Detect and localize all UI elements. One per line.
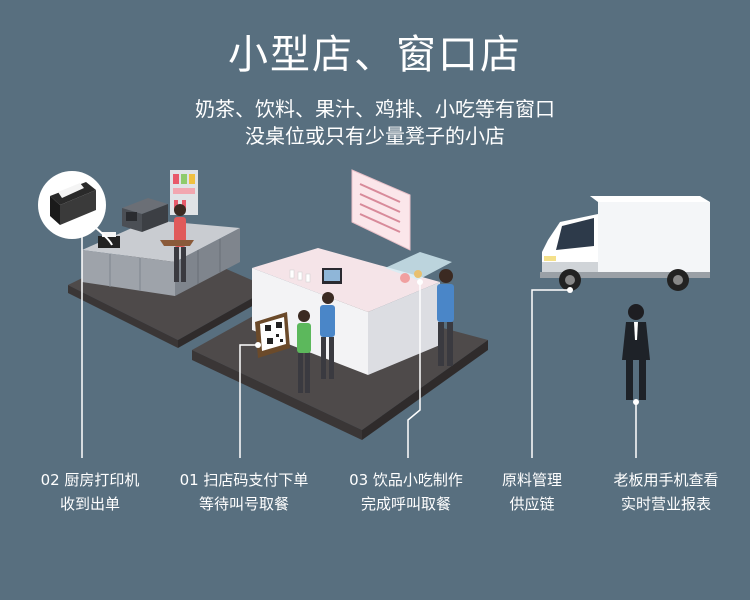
connector-lines	[81, 230, 637, 458]
step-line-2: 实时营业报表	[620, 495, 712, 513]
subtitle-line-1: 奶茶、饮料、果汁、鸡排、小吃等有窗口	[195, 97, 555, 121]
page-title: 小型店、窗口店	[228, 32, 522, 78]
kitchen-staff	[160, 204, 194, 282]
boss	[622, 304, 650, 400]
step-line-2: 等待叫号取餐	[198, 495, 290, 513]
step-boss-report: 老板用手机查看 实时营业报表	[613, 468, 718, 516]
printer-callout	[38, 171, 113, 246]
step-line-2: 完成呼叫取餐	[360, 495, 452, 513]
microwave	[122, 198, 168, 232]
connector-dots	[79, 229, 639, 405]
page-subtitle: 奶茶、饮料、果汁、鸡排、小吃等有窗口 没桌位或只有少量凳子的小店	[0, 96, 750, 150]
step-line-2: 收到出单	[59, 495, 121, 513]
step-line-1: 原料管理	[501, 471, 563, 489]
service-counter	[252, 248, 452, 375]
customer-green	[297, 310, 311, 393]
menu-board	[351, 169, 411, 251]
customer-blue	[320, 292, 335, 379]
qr-code-sign	[255, 312, 290, 358]
subtitle-line-2: 没桌位或只有少量凳子的小店	[245, 124, 505, 148]
step-kitchen-printer: 02 厨房打印机 收到出单	[41, 468, 140, 516]
step-food-prep: 03 饮品小吃制作 完成呼叫取餐	[349, 468, 463, 516]
cash-register	[322, 268, 342, 284]
step-scan-order: 01 扫店码支付下单 等待叫号取餐	[180, 468, 309, 516]
step-line-1: 01 扫店码支付下单	[179, 471, 309, 489]
step-line-1: 老板用手机查看	[613, 471, 719, 489]
step-line-2: 供应链	[509, 495, 555, 513]
store-staff	[437, 269, 454, 366]
step-supply-chain: 原料管理 供应链	[502, 468, 562, 516]
step-line-1: 02 厨房打印机	[40, 471, 140, 489]
step-line-1: 03 饮品小吃制作	[349, 471, 463, 489]
delivery-truck	[540, 196, 710, 291]
